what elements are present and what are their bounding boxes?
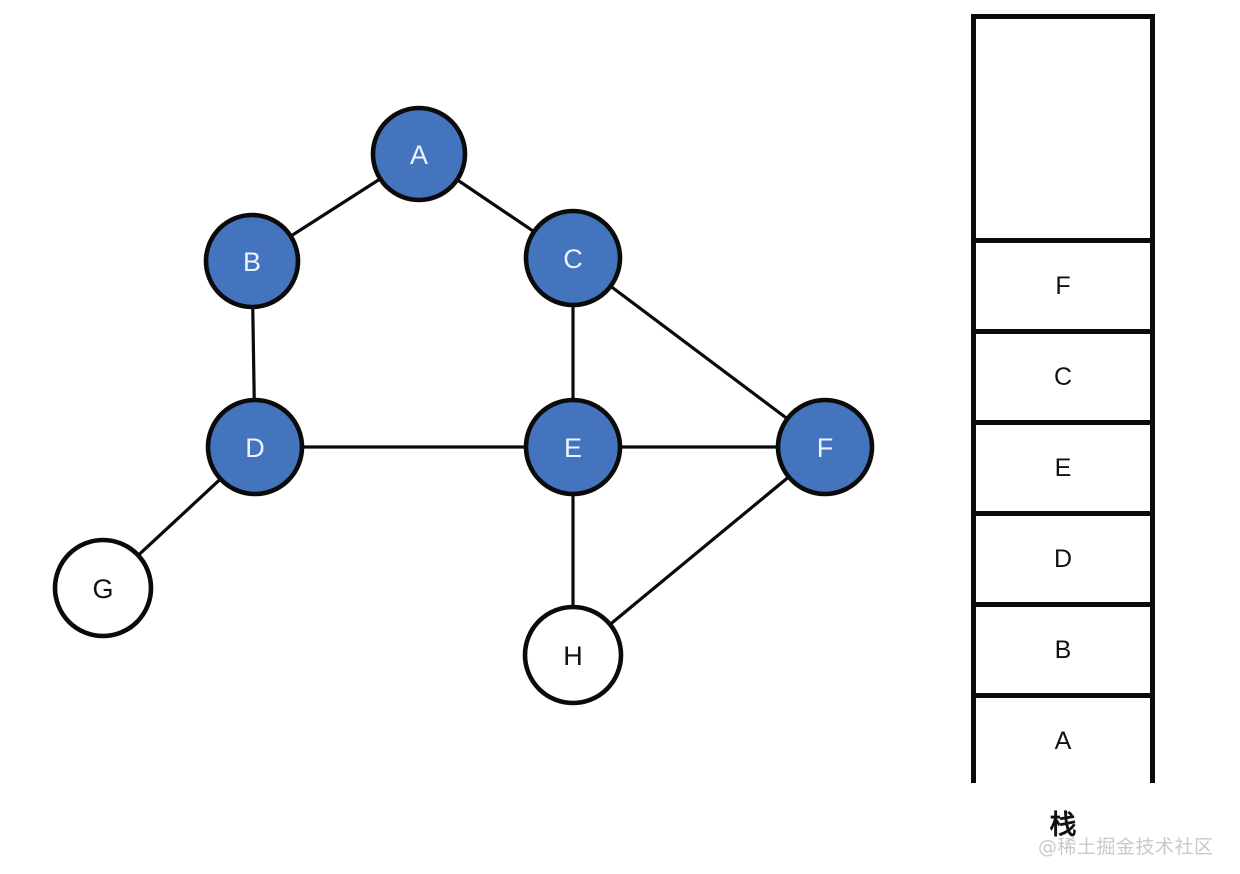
- stack-caption-label: 栈: [1049, 810, 1077, 841]
- node-circle-g[interactable]: [52, 537, 154, 639]
- edge-a-b: [287, 176, 384, 239]
- graph-node-d[interactable]: D: [205, 397, 305, 497]
- edge-a-c: [453, 177, 538, 235]
- node-label-g: G: [92, 574, 113, 604]
- node-circle-c[interactable]: [523, 208, 623, 308]
- stack-cell-c: C: [976, 329, 1150, 420]
- graph-node-e[interactable]: E: [523, 397, 623, 497]
- watermark-text: @稀土掘金技术社区: [1038, 836, 1214, 858]
- stack-cell-b: B: [976, 602, 1150, 693]
- node-circle-a[interactable]: [370, 105, 468, 203]
- stack-cell-d: D: [976, 511, 1150, 602]
- graph-node-g[interactable]: G: [52, 537, 154, 639]
- graph-node-b[interactable]: B: [203, 212, 301, 310]
- node-circle-f[interactable]: [775, 397, 875, 497]
- graph-node-c[interactable]: C: [523, 208, 623, 308]
- edge-f-h: [606, 474, 792, 628]
- edge-b-d: [251, 303, 256, 404]
- node-label-a: A: [410, 140, 428, 170]
- node-layer: A B C D E F G H: [52, 105, 875, 706]
- edge-d-g: [135, 476, 224, 559]
- node-label-h: H: [563, 641, 583, 671]
- node-circle-d[interactable]: [205, 397, 305, 497]
- stack-cell-e: E: [976, 420, 1150, 511]
- stack-cell-a: A: [976, 693, 1150, 784]
- node-label-b: B: [243, 247, 261, 277]
- node-label-d: D: [245, 433, 265, 463]
- graph-node-a[interactable]: A: [370, 105, 468, 203]
- node-label-e: E: [564, 433, 582, 463]
- node-label-f: F: [817, 433, 834, 463]
- edge-c-f: [607, 283, 791, 422]
- node-circle-b[interactable]: [203, 212, 301, 310]
- graph-node-f[interactable]: F: [775, 397, 875, 497]
- graph-node-h[interactable]: H: [522, 604, 624, 706]
- edge-layer: [135, 176, 792, 628]
- node-label-c: C: [563, 244, 583, 274]
- node-circle-h[interactable]: [522, 604, 624, 706]
- node-circle-e[interactable]: [523, 397, 623, 497]
- stack-cell-f: F: [976, 238, 1150, 329]
- stack-empty-slot: [976, 19, 1150, 238]
